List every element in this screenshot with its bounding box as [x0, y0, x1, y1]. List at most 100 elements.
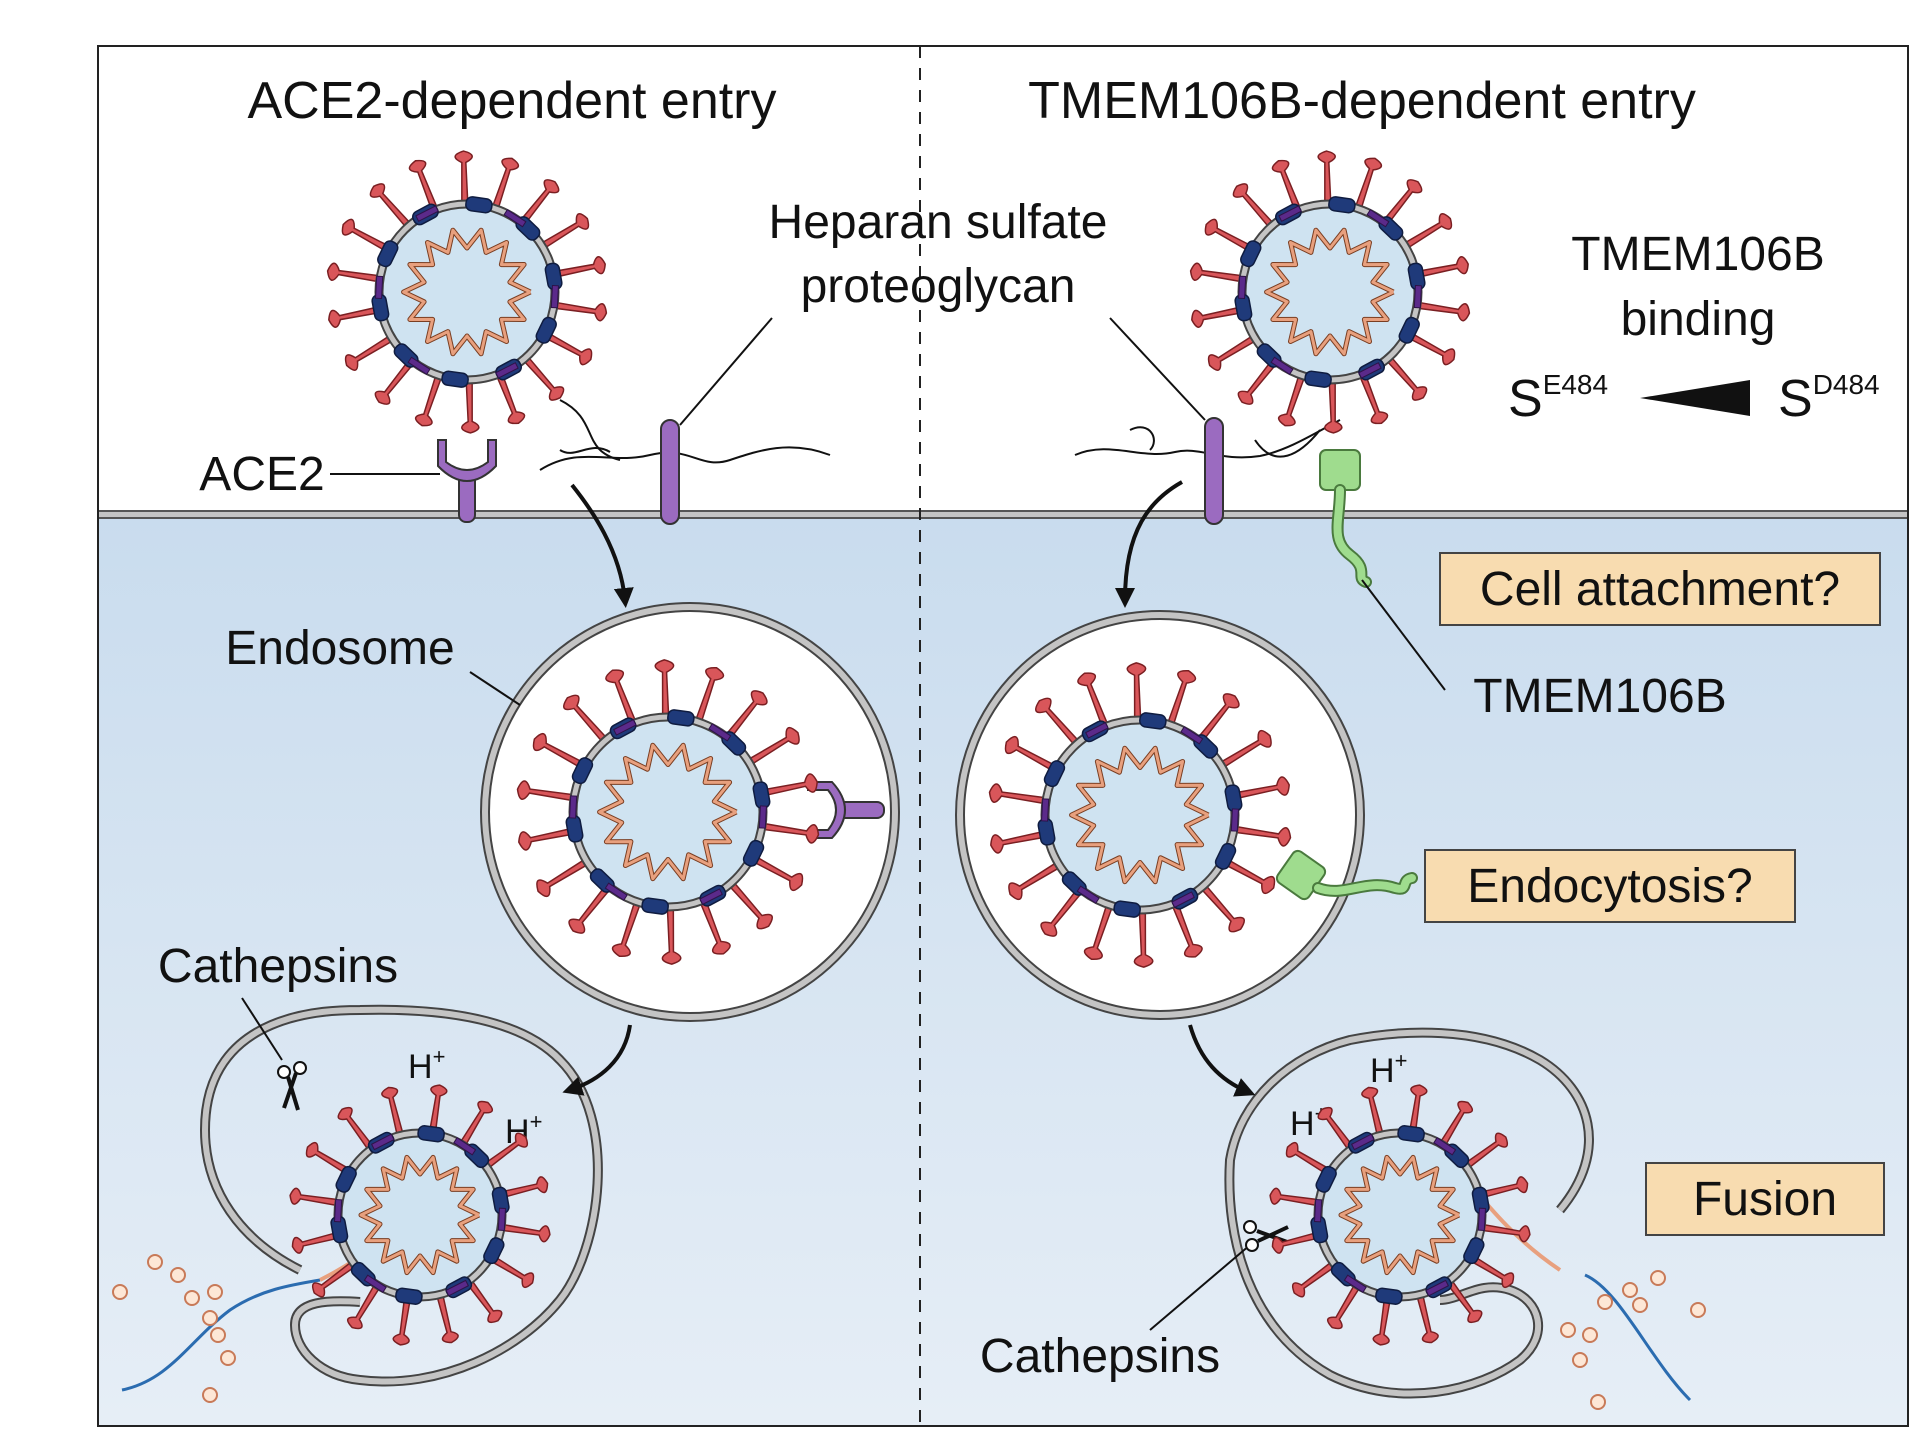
membrane-protein — [569, 795, 578, 819]
spike-protein — [1477, 1176, 1529, 1200]
virion-fusing-right — [1269, 1084, 1531, 1346]
cytoplasm-rna-left — [121, 1278, 321, 1392]
spike-protein — [990, 829, 1049, 854]
spike-protein — [1438, 1100, 1474, 1148]
cell-attachment-label: Cell attachment? — [1480, 563, 1840, 616]
membrane-protein — [1477, 1207, 1486, 1231]
spike-protein — [1220, 856, 1276, 895]
spike-protein — [1232, 183, 1276, 230]
tmem106b-leader — [1361, 579, 1446, 691]
membrane-protein — [1343, 1274, 1367, 1293]
membrane-protein — [1366, 209, 1390, 228]
heparan-leader-right — [1109, 317, 1206, 421]
membrane-protein — [1433, 1137, 1457, 1156]
fusing-endosome-left-membrane — [201, 1006, 601, 1385]
spike-protein — [1291, 1260, 1337, 1298]
spike-protein — [723, 690, 768, 741]
membrane-protein — [604, 882, 628, 901]
spike-protein — [516, 780, 576, 802]
envelope-protein — [535, 316, 557, 344]
membrane-protein — [375, 275, 384, 300]
spike-protein — [1415, 1292, 1439, 1344]
envelope-protein — [1113, 900, 1141, 918]
spike-protein — [541, 330, 593, 366]
spike-protein — [654, 659, 675, 718]
spike-protein — [311, 1260, 357, 1298]
membrane-protein — [699, 888, 723, 906]
spike-protein — [605, 669, 638, 726]
endosome-left-membrane — [482, 604, 898, 1020]
envelope-protein — [1240, 240, 1262, 268]
spike-protein — [1204, 218, 1256, 254]
spike-protein — [727, 880, 774, 930]
spike-protein — [491, 157, 520, 211]
arrow-to-fusion-left — [562, 1024, 632, 1096]
spike-protein — [369, 183, 413, 230]
tmem106b-label: TMEM106B — [1473, 670, 1726, 723]
membrane-protein — [1278, 205, 1302, 222]
spike-protein — [487, 1253, 535, 1289]
membrane-protein — [550, 284, 559, 309]
membrane-protein — [1041, 798, 1050, 822]
fusion-label: Fusion — [1693, 1173, 1837, 1226]
hs-chain-left — [539, 446, 831, 471]
fusion-box — [1645, 1162, 1885, 1236]
binding-label-line1: TMEM106B — [1571, 228, 1824, 281]
spike-protein — [562, 694, 609, 744]
virion-endosome-right — [988, 662, 1292, 968]
ace2-receptor-surface — [437, 439, 497, 523]
membrane-protein — [1230, 808, 1239, 832]
spike-protein — [521, 354, 565, 401]
scissors-icon — [277, 1061, 307, 1111]
spike-protein — [1414, 256, 1469, 279]
spike-protein — [1237, 357, 1279, 405]
spike-protein — [1170, 901, 1203, 958]
spike-protein — [1354, 157, 1383, 211]
cell-attachment-box — [1439, 552, 1881, 626]
spike-protein — [746, 726, 800, 767]
envelope-protein — [667, 709, 695, 727]
left-panel-title: ACE2-dependent entry — [247, 72, 776, 130]
envelope-protein — [483, 1237, 505, 1265]
cathepsins-leader-right — [1149, 1244, 1251, 1331]
spike-protein — [414, 373, 443, 427]
spike-protein — [552, 301, 608, 322]
spike-protein — [698, 898, 731, 955]
right-panel-title: TMEM106B-dependent entry — [1028, 72, 1696, 130]
spike-protein — [291, 1230, 343, 1254]
spike-protein — [1408, 1084, 1428, 1136]
envelope-protein — [1214, 842, 1237, 870]
spike-protein — [483, 1132, 529, 1170]
envelope-protein — [1304, 370, 1332, 388]
membrane-protein — [1238, 275, 1247, 300]
binding-wedge — [1640, 380, 1750, 416]
spike-protein — [694, 666, 725, 724]
spike-protein — [1479, 1223, 1531, 1243]
released-particles-right — [1560, 1270, 1706, 1410]
spike-protein — [1218, 729, 1272, 770]
spike-protein — [1232, 825, 1292, 847]
heparan-proteoglycan-left — [660, 419, 680, 525]
spike-protein — [611, 900, 642, 958]
membrane-protein — [613, 718, 637, 736]
membrane-protein — [1076, 885, 1100, 904]
envelope-protein — [1315, 1165, 1337, 1193]
membrane-protein — [1425, 1279, 1450, 1297]
spike-protein — [374, 357, 416, 405]
spike-protein — [1008, 860, 1062, 901]
spike-protein — [1467, 1253, 1515, 1289]
arrow-to-fusion-right — [1188, 1024, 1256, 1097]
hs-chain-left-to-virus — [559, 399, 621, 461]
spike-protein — [1326, 1282, 1362, 1330]
envelope-protein — [395, 1287, 423, 1305]
arrow-to-endosome-right — [1115, 480, 1183, 608]
membrane-protein — [708, 723, 732, 742]
envelope-protein — [1139, 712, 1167, 730]
hplus-left-1: H+ — [408, 1044, 445, 1086]
envelope-protein — [441, 370, 469, 388]
envelope-protein — [1463, 1237, 1485, 1265]
spike-protein — [458, 1100, 494, 1148]
membrane-protein — [758, 805, 767, 829]
spike-protein — [305, 1141, 353, 1177]
